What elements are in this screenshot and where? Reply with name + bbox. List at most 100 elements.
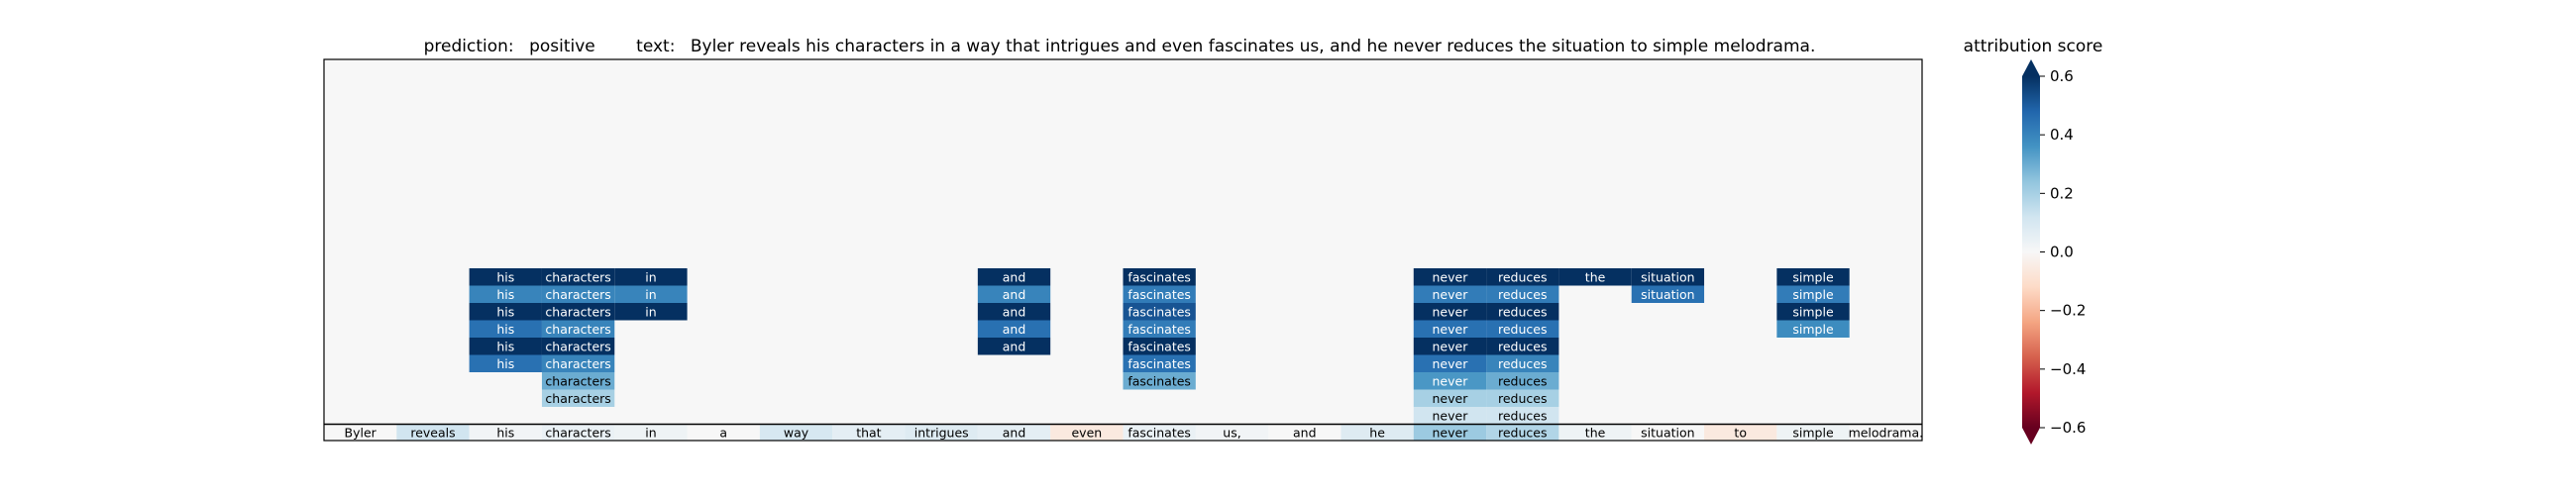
sentence-token-cell	[1413, 424, 1487, 441]
row4-token-label: fascinates	[1127, 339, 1191, 353]
title-prediction-label: prediction:	[424, 37, 514, 56]
row1-token-label: situation	[1641, 287, 1694, 302]
sentence-token-label: us,	[1223, 425, 1240, 440]
row0-token-label: in	[645, 269, 656, 284]
sentence-token-cell	[832, 424, 906, 441]
row5-token-label: fascinates	[1127, 356, 1191, 371]
title-prediction-value: positive	[529, 37, 595, 56]
row2-token-label: fascinates	[1127, 304, 1191, 319]
row3-token-cell	[1486, 320, 1559, 338]
row6-token-cell	[1486, 372, 1559, 390]
sentence-token-label: characters	[545, 425, 610, 440]
row8-token-cell	[1413, 407, 1487, 425]
sentence-token-cell	[1268, 424, 1342, 441]
sentence-token-label: way	[784, 425, 809, 440]
row2-token-label: his	[496, 304, 514, 319]
row7-token-label: characters	[545, 391, 610, 406]
row2-token-label: characters	[545, 304, 610, 319]
sentence-token-cell	[1123, 424, 1196, 441]
row0-token-label: situation	[1641, 269, 1694, 284]
sentence-token-cell	[977, 424, 1051, 441]
sentence-token-label: in	[645, 425, 656, 440]
row7-token-cell	[541, 389, 615, 407]
sentence-token-label: his	[496, 425, 514, 440]
sentence-token-cell	[469, 424, 542, 441]
title-text-label: text:	[636, 37, 675, 56]
row0-token-cell	[469, 268, 542, 286]
sentence-token-cell	[324, 424, 397, 441]
row0-token-label: fascinates	[1127, 269, 1191, 284]
row7-token-label: reduces	[1498, 391, 1548, 406]
sentence-token-label: a	[719, 425, 727, 440]
plot-frame	[323, 58, 1923, 442]
row3-token-cell	[1123, 320, 1196, 338]
row0-token-label: and	[1003, 269, 1026, 284]
row7-token-label: never	[1433, 391, 1469, 406]
row2-token-cell	[1776, 303, 1850, 321]
chart-title: prediction: positive text: Byler reveals…	[424, 37, 1816, 56]
row4-token-label: and	[1003, 339, 1026, 353]
row8-token-label: never	[1433, 408, 1469, 423]
colorbar-body	[2022, 76, 2040, 428]
row2-token-cell	[541, 303, 615, 321]
row0-token-label: his	[496, 269, 514, 284]
colorbar-tick-label: −0.4	[2050, 360, 2086, 378]
row1-token-cell	[541, 285, 615, 303]
colorbar-tick-label: 0.0	[2050, 244, 2074, 261]
row0-token-label: never	[1433, 269, 1469, 284]
row2-token-label: in	[645, 304, 656, 319]
row2-token-label: and	[1003, 304, 1026, 319]
row4-token-label: characters	[545, 339, 610, 353]
row7-token-cell	[1413, 389, 1487, 407]
row0-token-cell	[1486, 268, 1559, 286]
sentence-token-cell	[687, 424, 760, 441]
row2-token-cell	[1123, 303, 1196, 321]
row0-token-label: the	[1585, 269, 1606, 284]
colorbar-extend-max	[2022, 59, 2040, 76]
sentence-token-label: even	[1071, 425, 1102, 440]
sentence-token-label: he	[1369, 425, 1385, 440]
row0-token-label: simple	[1792, 269, 1834, 284]
row3-token-cell	[541, 320, 615, 338]
row0-token-cell	[1631, 268, 1705, 286]
row2-token-label: reduces	[1498, 304, 1548, 319]
row1-token-label: and	[1003, 287, 1026, 302]
row3-token-cell	[977, 320, 1051, 338]
row0-token-label: reduces	[1498, 269, 1548, 284]
row2-token-cell	[977, 303, 1051, 321]
sentence-token-cell	[905, 424, 978, 441]
row5-token-cell	[469, 354, 542, 372]
row1-token-label: characters	[545, 287, 610, 302]
sentence-token-cell	[759, 424, 833, 441]
sentence-token-cell	[1776, 424, 1850, 441]
sentence-token-label: the	[1585, 425, 1606, 440]
colorbar-tick-label: 0.2	[2050, 184, 2074, 202]
row7-token-cell	[1486, 389, 1559, 407]
row4-token-cell	[469, 338, 542, 355]
colorbar-tick-label: 0.4	[2050, 126, 2074, 144]
row1-token-cell	[614, 285, 688, 303]
row4-token-cell	[1123, 338, 1196, 355]
sentence-token-cell	[1341, 424, 1414, 441]
sentence-token-cell	[1558, 424, 1632, 441]
row0-token-cell	[977, 268, 1051, 286]
row1-token-cell	[1486, 285, 1559, 303]
row3-token-label: never	[1433, 322, 1469, 337]
row1-token-label: fascinates	[1127, 287, 1191, 302]
row1-token-label: in	[645, 287, 656, 302]
row3-token-label: characters	[545, 322, 610, 337]
row3-token-cell	[1776, 320, 1850, 338]
sentence-token-label: that	[856, 425, 881, 440]
row4-token-cell	[977, 338, 1051, 355]
row2-token-cell	[614, 303, 688, 321]
sentence-token-cell	[541, 424, 615, 441]
title-text-value: Byler reveals his characters in a way th…	[691, 37, 1816, 56]
row1-token-cell	[977, 285, 1051, 303]
sentence-token-cell	[1195, 424, 1269, 441]
row1-token-cell	[1413, 285, 1487, 303]
colorbar-tick-label: −0.6	[2050, 419, 2086, 437]
row1-token-label: simple	[1792, 287, 1834, 302]
row4-token-label: reduces	[1498, 339, 1548, 353]
row1-token-label: his	[496, 287, 514, 302]
row2-token-cell	[1413, 303, 1487, 321]
